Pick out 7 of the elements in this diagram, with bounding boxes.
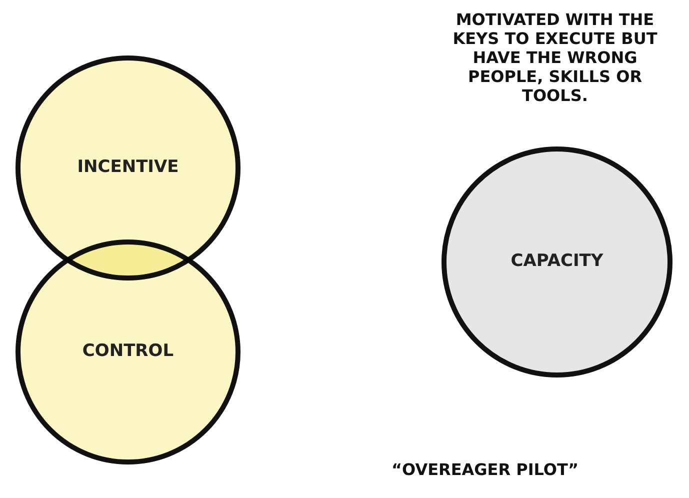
circle	[15, 239, 241, 465]
circle-label: CONTROL	[82, 341, 174, 361]
circle	[441, 146, 673, 378]
note-text: MOTIVATED WITH THE KEYS TO EXECUTE BUT HAVE THE WRONG PEOPLE, SKILLS OR TOOLS.	[452, 10, 658, 105]
circle-label: INCENTIVE	[77, 157, 179, 177]
caption-text: “OVEREAGER PILOT”	[390, 460, 580, 479]
circle-label: CAPACITY	[510, 251, 604, 271]
